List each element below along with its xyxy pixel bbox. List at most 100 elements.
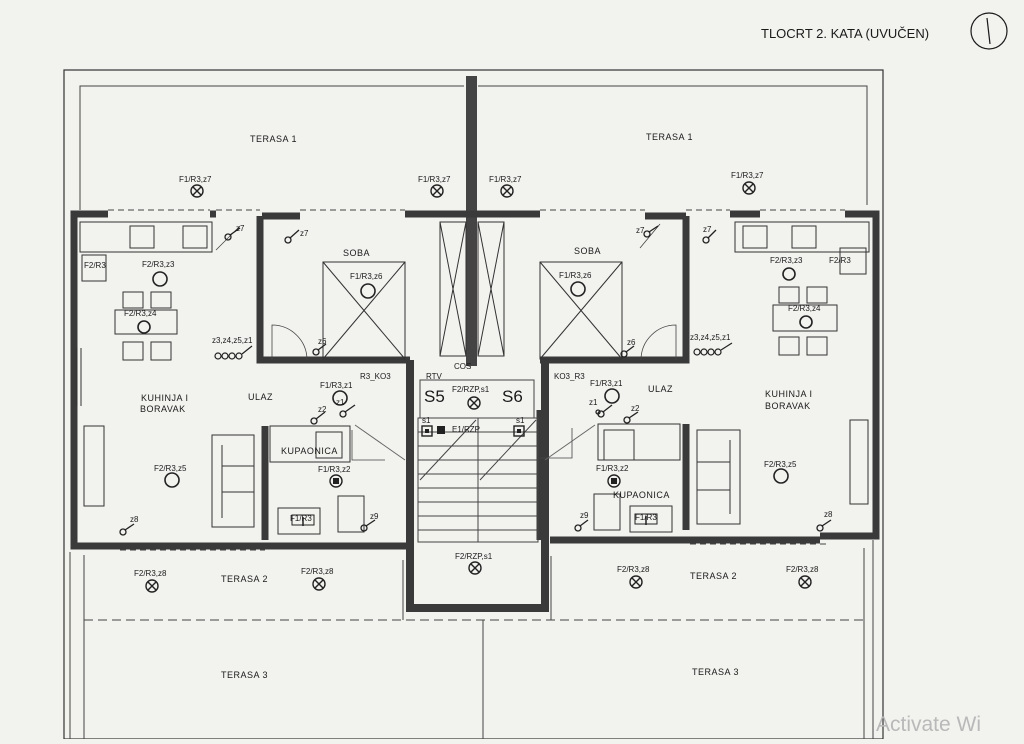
socket-group-icon <box>693 342 733 356</box>
circuit-label: F2/RZP,s1 <box>452 385 490 394</box>
stair-label-s6: S6 <box>502 387 523 406</box>
circuit-label: F2/R3,z8 <box>301 567 334 576</box>
room-label-terasa-1-right: TERASA 1 <box>646 132 693 142</box>
circuit-label: F2/R3 <box>84 261 106 270</box>
dining-sets <box>114 286 838 361</box>
circuit-label: F1/R3,z7 <box>731 171 764 180</box>
circuit-label: F1/R3 <box>635 513 657 522</box>
electrical-labels: F1/R3,z7 F1/R3,z7 F1/R3,z7 F1/R3,z7 z7 z… <box>84 171 851 578</box>
circuit-label: z6 <box>318 337 327 346</box>
room-label-kuhinja-left: KUHINJA I <box>141 393 189 403</box>
wall-light-icon <box>312 577 326 591</box>
circuit-label: F1/R3,z1 <box>320 381 353 390</box>
ceiling-lights <box>137 267 813 488</box>
room-label-kupaonica-left: KUPAONICA <box>281 446 338 456</box>
switch-icon <box>339 404 356 418</box>
circuit-label: F2/R3,z8 <box>786 565 819 574</box>
circuit-label: z3,z4,z5,z1 <box>212 336 253 345</box>
activation-watermark: Activate Wi <box>876 713 981 736</box>
room-label-terasa-2-left: TERASA 2 <box>221 574 268 584</box>
wall-light-icon <box>500 184 514 198</box>
terrace-boundaries <box>69 540 874 739</box>
junction-boxes <box>291 425 658 526</box>
switch-icon <box>284 229 300 244</box>
circuit-label: COS <box>454 362 471 371</box>
plan-title: TLOCRT 2. KATA (UVUČEN) <box>761 26 929 41</box>
switches <box>119 225 832 536</box>
circuit-label: z6 <box>627 338 636 347</box>
bathroom-light-icon <box>607 474 621 488</box>
ceiling-light-icon <box>332 390 348 406</box>
panel-icon <box>437 426 445 434</box>
circuit-label: F1/R3,z6 <box>559 271 592 280</box>
room-label-ulaz-left: ULAZ <box>248 392 273 402</box>
ceiling-light-icon <box>137 320 151 334</box>
stair-light-icon <box>468 561 482 575</box>
door-swings <box>215 223 677 461</box>
circuit-label: z8 <box>824 510 833 519</box>
room-label-boravak-right: BORAVAK <box>765 401 811 411</box>
switch-icon <box>816 519 832 532</box>
circuit-label: F2/R3,z8 <box>617 565 650 574</box>
wall-light-icon <box>145 579 159 593</box>
terrace-1-railing <box>79 85 868 210</box>
circuit-label: F1/R3,z7 <box>179 175 212 184</box>
switch-icon <box>119 523 135 536</box>
switch-icon <box>224 227 241 241</box>
ceiling-light-icon <box>782 267 796 281</box>
room-label-terasa-3-left: TERASA 3 <box>221 670 268 680</box>
party-wall <box>466 76 477 366</box>
circuit-label: z1 <box>336 398 345 407</box>
socket-group-icon <box>214 345 253 360</box>
stair-light-icon <box>467 396 481 410</box>
circuit-label: F1/R3,z2 <box>318 465 351 474</box>
circuit-label: s1 <box>422 416 431 425</box>
bathrooms <box>269 423 681 535</box>
circuit-label: F2/R3,z5 <box>154 464 187 473</box>
light-fixtures <box>145 181 812 593</box>
circuit-label: F1/R3,z7 <box>489 175 522 184</box>
circuit-label: F1/R3,z1 <box>590 379 623 388</box>
stair-label-s5: S5 <box>424 387 445 406</box>
circuit-label: F2/R3,z5 <box>764 460 797 469</box>
ceiling-light-icon <box>773 468 789 484</box>
circuit-label: z7 <box>236 224 245 233</box>
switch-icon <box>312 343 327 356</box>
ceiling-light-icon <box>164 472 180 488</box>
bathroom-light-icon <box>329 474 343 488</box>
wall-light-icon <box>629 575 643 589</box>
kitchen-counters <box>79 221 870 282</box>
circuit-label: z7 <box>636 226 645 235</box>
switch-icon <box>595 409 601 415</box>
circuit-label: KO3_R3 <box>554 372 585 381</box>
circuit-label: F1/R3 <box>290 514 312 523</box>
junction-box-icon <box>513 425 525 437</box>
ceiling-light-icon <box>604 388 620 404</box>
circuit-label: F2/RZP,s1 <box>455 552 493 561</box>
stair-core-walls <box>406 360 549 612</box>
circuit-label: s1 <box>516 416 525 425</box>
circuit-label: F2/R3,z3 <box>142 260 175 269</box>
staircase <box>354 379 596 543</box>
room-label-soba-right: SOBA <box>574 246 601 256</box>
circuit-label: z2 <box>318 405 327 414</box>
room-label-terasa-3-right: TERASA 3 <box>692 667 739 677</box>
circuit-label: z8 <box>130 515 139 524</box>
wall-light-icon <box>190 184 204 198</box>
ceiling-light-icon <box>799 315 813 329</box>
circuit-label: F1/R3,z6 <box>350 272 383 281</box>
wall-light-icon <box>742 181 756 195</box>
circuit-label: F2/R3,z8 <box>134 569 167 578</box>
openings <box>108 209 845 551</box>
circuit-label: F1/R3,z7 <box>418 175 451 184</box>
room-label-kuhinja-right: KUHINJA I <box>765 389 813 399</box>
socket-groups <box>214 342 733 360</box>
circuit-label: F1/R3,z2 <box>596 464 629 473</box>
circuit-label: z3,z4,z5,z1 <box>690 333 731 342</box>
circuit-label: RTV <box>426 372 443 381</box>
wall-light-icon <box>430 184 444 198</box>
circuit-label: z1 <box>589 398 598 407</box>
circuit-label: F2/R3 <box>829 256 851 265</box>
